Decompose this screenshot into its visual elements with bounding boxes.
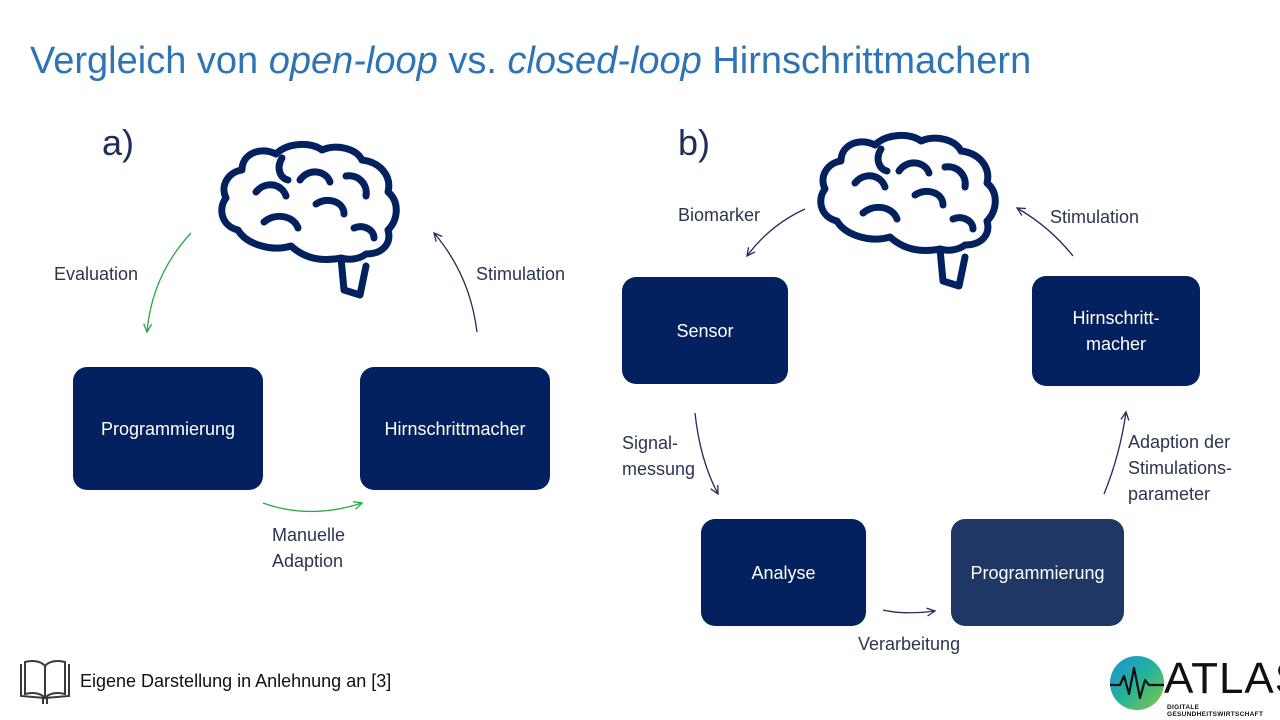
stimulation-arrow-a [433, 231, 478, 333]
source-citation: Eigene Darstellung in Anlehnung an [3] [80, 671, 392, 691]
open-book-icon [20, 660, 70, 704]
manual-adaption-arrow [262, 501, 364, 513]
hirnschrittmacher-box-a: Hirnschrittmacher [360, 367, 550, 490]
brain-icon [218, 141, 400, 299]
atlas-logo-icon [1110, 656, 1164, 710]
signalmessung-arrow [694, 412, 719, 496]
stimulation-label-b: Stimulation [1050, 207, 1140, 227]
atlas-logo-name: ATLAS [1164, 654, 1280, 703]
verarbeitung-label: Verarbeitung [858, 634, 961, 654]
analyse-box: Analyse [701, 519, 866, 626]
biomarker-arrow [746, 208, 806, 258]
panel-b-label: b) [678, 122, 711, 163]
verarbeitung-arrow [882, 607, 937, 617]
evaluation-label: Evaluation [54, 264, 139, 284]
page-title: Vergleich von open-loop vs. closed-loop … [30, 40, 1032, 82]
sensor-box: Sensor [622, 277, 788, 384]
programmierung-box-b: Programmierung [951, 519, 1124, 626]
stimulation-arrow-b [1015, 207, 1074, 257]
programmierung-box-a: Programmierung [73, 367, 263, 490]
stimulation-label-a: Stimulation [476, 264, 566, 284]
signalmessung-label: Signal-messung [622, 433, 696, 479]
panel-a-label: a) [102, 122, 135, 163]
hirnschrittmacher-box-b: Hirnschritt-macher [1032, 276, 1200, 386]
atlas-logo-tagline: DIGITALE GESUNDHEITSWIRTSCHAFT [1167, 704, 1264, 718]
evaluation-arrow [143, 232, 192, 334]
adaption-arrow [1103, 410, 1130, 495]
brain-icon [817, 132, 999, 290]
biomarker-label: Biomarker [678, 205, 761, 225]
